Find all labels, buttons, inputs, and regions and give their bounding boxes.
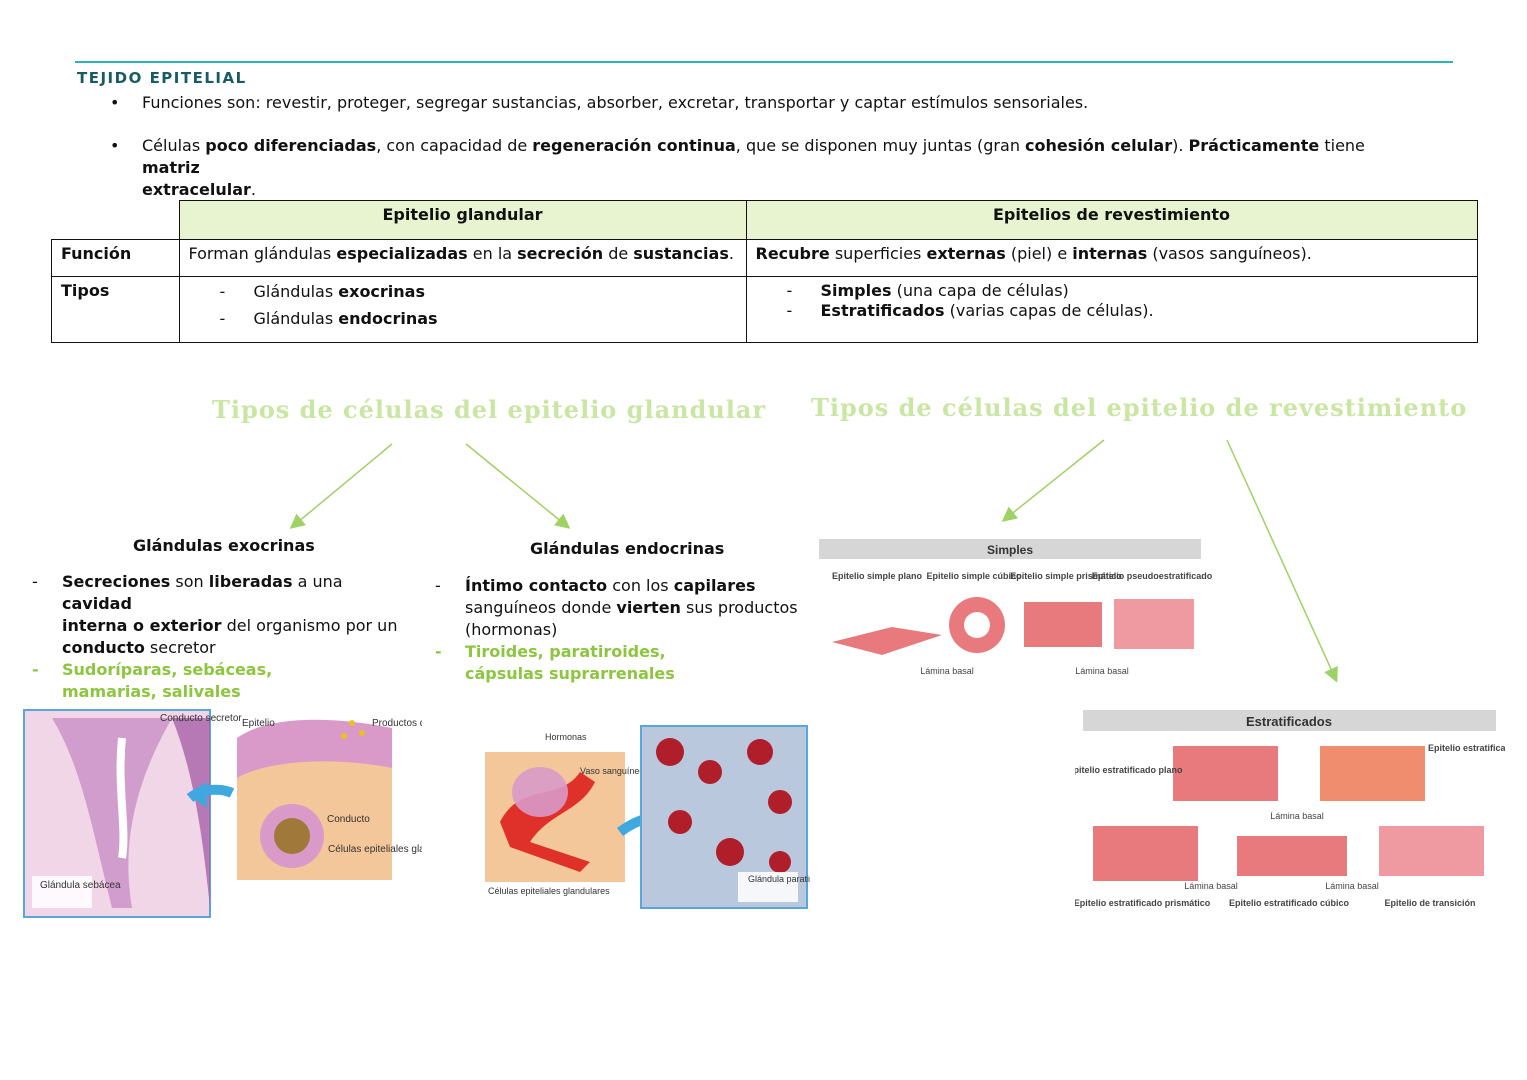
endocrinas-title: Glándulas endocrinas xyxy=(530,539,725,558)
bullet-text: Células poco diferenciadas, con capacida… xyxy=(142,136,1365,199)
cubico-tissue xyxy=(1237,836,1347,876)
simple-prismatico-tissue xyxy=(1024,602,1102,647)
list-item: -Glándulas endocrinas xyxy=(219,309,438,328)
cell-glandular-funcion: Forman glándulas especializadas en la se… xyxy=(178,239,747,277)
col-header-revestimiento: Epitelios de revestimiento xyxy=(745,200,1478,240)
estratificados-figure: Estratificados Epitelio estratificado pl… xyxy=(1075,710,1505,908)
pseudo-tissue xyxy=(1114,599,1194,649)
section-title-glandular: Tipos de células del epitelio glandular xyxy=(212,395,767,424)
lamina-basal-label: Lámina basal xyxy=(1184,881,1238,891)
productos-label: Productos de la secreción xyxy=(372,718,422,729)
cell-glandular-tipos: -Glándulas exocrinas -Glándulas endocrin… xyxy=(178,276,747,343)
simples-header-bar xyxy=(819,539,1201,559)
list-item: -Simples (una capa de células) xyxy=(786,281,1069,300)
arrow-to-endocrinas xyxy=(465,443,571,529)
table-header-row: Epitelio glandular Epitelios de revestim… xyxy=(51,200,1478,240)
lamina-basal-label: Lámina basal xyxy=(1325,881,1379,891)
simple-cubico-label: Epitelio simple cúbico xyxy=(926,571,1022,581)
arrow-to-exocrinas xyxy=(289,443,393,529)
hormonas-label: Hormonas xyxy=(545,732,587,742)
endocrine-figure: Hormonas Vaso sanguíneo Células epitelia… xyxy=(485,725,810,909)
glandula-paratiroidea-label: Glándula paratiroidea xyxy=(748,874,810,884)
simple-plano-tissue xyxy=(832,627,942,655)
lamina-basal-label: Lámina basal xyxy=(920,666,974,676)
row-label-funcion: Función xyxy=(51,239,180,277)
glandula-sebacea-label: Glándula sebácea xyxy=(40,880,121,891)
lamina-basal-label: Lámina basal xyxy=(1075,666,1129,676)
simples-figure: Simples Epitelio simple plano Epitelio s… xyxy=(819,539,1212,676)
transicion-label: Epitelio de transición xyxy=(1384,898,1475,908)
table-row-tipos: Tipos -Glándulas exocrinas -Glándulas en… xyxy=(51,276,1478,343)
bullet-dot: • xyxy=(110,136,120,155)
comparison-table: Epitelio glandular Epitelios de revestim… xyxy=(51,200,1478,343)
exocrinas-title: Glándulas exocrinas xyxy=(133,536,315,555)
arrow-to-estratificados xyxy=(1226,439,1338,683)
row-label-tipos: Tipos xyxy=(51,276,180,343)
exocrinas-list: - Secreciones son liberadas a una cavida… xyxy=(32,571,412,703)
prismatico-tissue xyxy=(1093,826,1198,881)
estratificado-plano-label: Epitelio estratificado plano xyxy=(1075,765,1183,775)
conducto-label: Conducto xyxy=(327,814,370,825)
cell-revestimiento-tipos: -Simples (una capa de células) -Estratif… xyxy=(745,276,1478,343)
table-row-funcion: Función Forman glándulas especializadas … xyxy=(51,239,1478,277)
header-rule xyxy=(75,61,1453,63)
section-title-revestimiento: Tipos de células del epitelio de revesti… xyxy=(811,393,1468,422)
celulas-label: Células epiteliales glandulares xyxy=(488,886,610,896)
epitelio-label: Epitelio xyxy=(242,718,275,729)
lamina-basal-label: Lámina basal xyxy=(1270,811,1324,821)
pseudo-label: Epitelio pseudoestratificado xyxy=(1092,571,1212,581)
queratinizado-label: Epitelio estratificado plano queratiniza… xyxy=(1428,743,1505,753)
bullet-text: Funciones son: revestir, proteger, segre… xyxy=(142,93,1089,112)
simple-prismatico-label: Epitelio simple prismático xyxy=(1010,571,1122,581)
estratificado-plano-tissue xyxy=(1173,746,1278,801)
arrow-to-simples xyxy=(1001,439,1105,522)
list-item: -Sudoríparas, sebáceas, mamarias, saliva… xyxy=(32,660,273,701)
simple-plano-label: Epitelio simple plano xyxy=(832,571,923,581)
estratificados-title: Estratificados xyxy=(1246,714,1332,729)
list-item: -Glándulas exocrinas xyxy=(219,282,426,301)
queratinizado-tissue xyxy=(1320,746,1425,801)
col-header-glandular: Epitelio glandular xyxy=(178,200,747,240)
bullet-dot: • xyxy=(110,93,120,112)
cubico-label: Epitelio estratificado cúbico xyxy=(1229,898,1350,908)
transicion-tissue xyxy=(1379,826,1484,876)
page-title: TEJIDO EPITELIAL xyxy=(77,69,247,87)
prismatico-label: Epitelio estratificado prismático xyxy=(1075,898,1211,908)
list-item: -Estratificados (varias capas de células… xyxy=(786,301,1154,320)
conducto-secretor-label: Conducto secretor xyxy=(160,713,242,724)
vaso-label: Vaso sanguíneo xyxy=(580,766,644,776)
estratificados-header-bar xyxy=(1083,710,1496,731)
list-item: -Tiroides, paratiroides, cápsulas suprar… xyxy=(435,642,675,683)
simples-title: Simples xyxy=(987,543,1033,557)
exocrine-figure: Glándula sebácea Conducto secretor Epite… xyxy=(23,709,422,918)
list-item: - Secreciones son liberadas a una cavida… xyxy=(32,572,398,657)
celulas-label: Células epiteliales glandulares xyxy=(328,844,422,855)
